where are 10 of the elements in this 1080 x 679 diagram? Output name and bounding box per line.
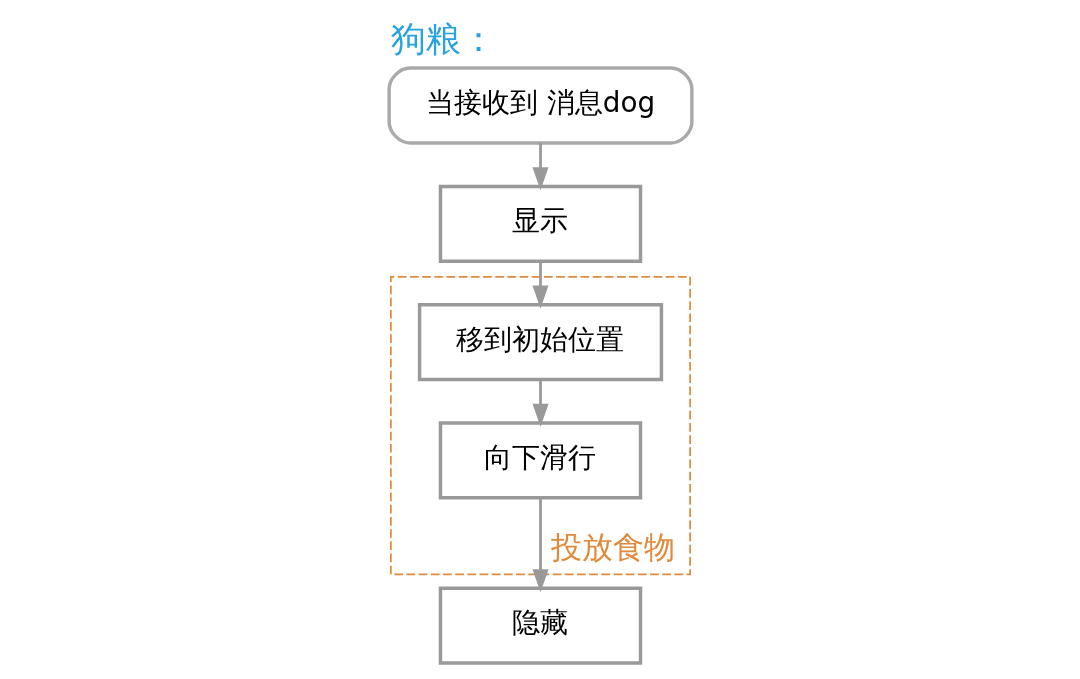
diagram-title: 狗粮： [390, 18, 496, 59]
node-box: 显示 [438, 184, 642, 263]
arrow [531, 379, 549, 427]
node-box: 隐藏 [438, 586, 642, 665]
arrow [531, 498, 549, 593]
node-box: 移到初始位置 [417, 302, 663, 382]
node-box: 当接收到 消息dog [386, 66, 694, 145]
arrow [531, 261, 549, 309]
node-box: 向下滑行 [438, 421, 642, 500]
arrow [531, 142, 549, 191]
